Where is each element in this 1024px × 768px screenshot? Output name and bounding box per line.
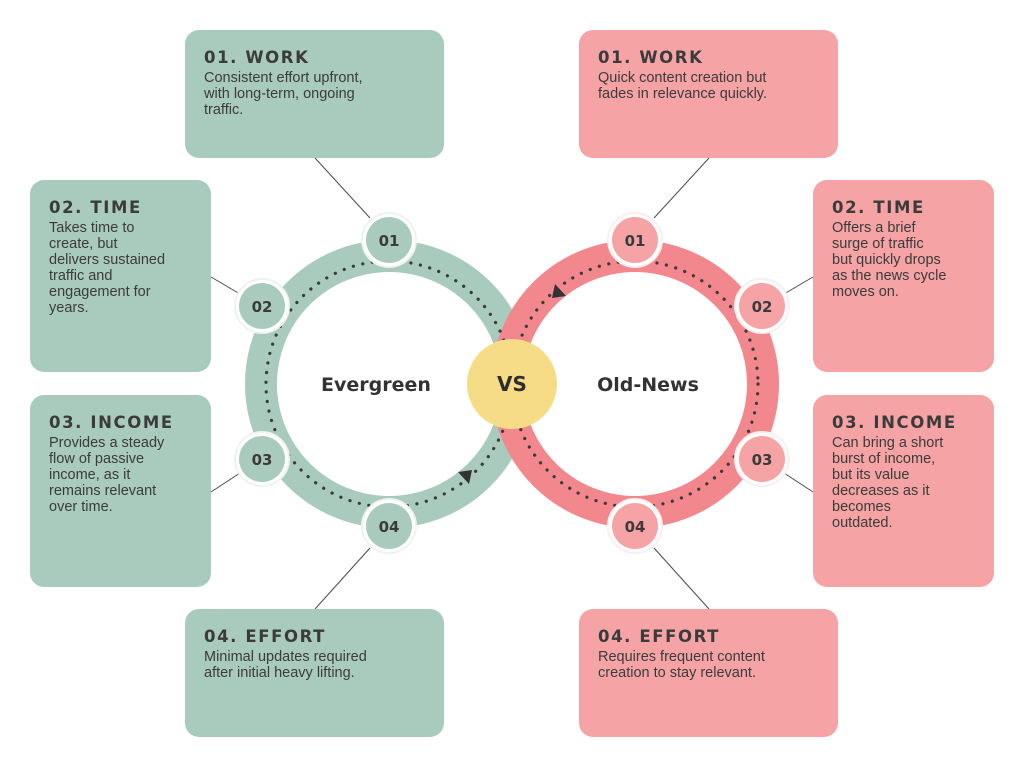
evergreen-label: Evergreen	[321, 374, 431, 396]
connector-right-03	[783, 472, 814, 493]
connector-left-01	[314, 157, 371, 219]
evergreen-inner-circle	[278, 273, 500, 495]
evergreen-node-04: 04	[361, 498, 417, 554]
card-title: 01. WORK	[204, 48, 310, 67]
old-news-node-01: 01	[607, 212, 663, 268]
card-title: 01. WORK	[598, 48, 704, 67]
node-number: 04	[625, 518, 646, 536]
evergreen-flow-arrow	[458, 470, 472, 484]
old-news-node-02: 02	[734, 278, 790, 334]
connector-right-01	[653, 157, 710, 219]
node-number: 03	[752, 451, 773, 469]
old-news-inner-circle	[524, 273, 746, 495]
connector-lines	[210, 157, 814, 610]
old-news-flow-arrow	[552, 284, 566, 298]
card-title: 04. EFFORT	[598, 627, 721, 646]
old-news-label: Old-News	[597, 374, 699, 396]
connector-left-03	[210, 472, 241, 493]
card-body: Consistent effort upfront,with long-term…	[204, 70, 363, 118]
card-title: 03. INCOME	[49, 413, 174, 432]
evergreen-node-03: 03	[234, 431, 290, 487]
old-news-node-04: 04	[607, 498, 663, 554]
vs-circle	[467, 339, 557, 429]
evergreen-work-card: 01. WORK Consistent effort upfront,with …	[185, 30, 444, 158]
node-number: 04	[379, 518, 400, 536]
node-number: 01	[625, 232, 646, 250]
node-number: 01	[379, 232, 400, 250]
old-news-node-03: 03	[734, 431, 790, 487]
node-number: 02	[252, 298, 273, 316]
card-title: 02. TIME	[832, 198, 925, 217]
vs-label: VS	[497, 372, 527, 396]
evergreen-node-02: 02	[234, 278, 290, 334]
node-number: 02	[752, 298, 773, 316]
connector-left-02	[210, 276, 241, 295]
connector-right-02	[783, 276, 814, 295]
evergreen-node-01: 01	[361, 212, 417, 268]
card-title: 03. INCOME	[832, 413, 957, 432]
connector-right-04	[653, 547, 710, 610]
node-number: 03	[252, 451, 273, 469]
card-title: 04. EFFORT	[204, 627, 327, 646]
card-title: 02. TIME	[49, 198, 142, 217]
connector-left-04	[314, 547, 371, 610]
